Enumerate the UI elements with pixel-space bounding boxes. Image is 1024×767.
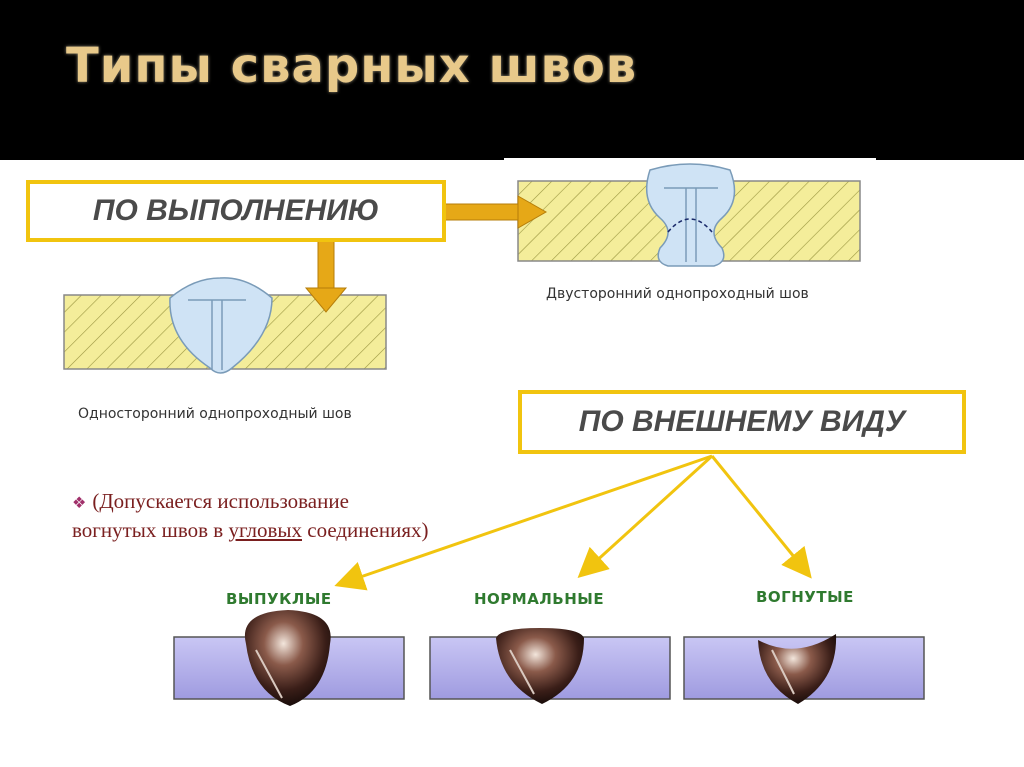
convex-weld-illustration xyxy=(173,610,405,706)
note-text: ❖(Допускается использование вогнутых шво… xyxy=(72,488,432,544)
execution-arrow-down xyxy=(304,239,348,313)
double-sided-caption: Двусторонний однопроходный шов xyxy=(546,286,809,302)
concave-weld-illustration xyxy=(683,634,925,704)
note-underlined-word: угловых xyxy=(228,518,302,542)
slide-title: Типы сварных швов xyxy=(66,38,638,94)
appearance-box-label: ПО ВНЕШНЕМУ ВИДУ xyxy=(578,405,906,438)
normal-label: НОРМАЛЬНЫЕ xyxy=(474,590,605,608)
concave-label: ВОГНУТЫЕ xyxy=(756,588,854,606)
normal-weld-illustration xyxy=(429,628,671,704)
title-bar xyxy=(0,0,1024,160)
single-sided-weld-diagram xyxy=(63,277,387,374)
note-prefix: (Допускается использование вогнутых швов… xyxy=(72,489,349,542)
execution-arrow-right xyxy=(439,195,548,229)
single-sided-caption: Односторонний однопроходный шов xyxy=(78,406,352,422)
appearance-arrows xyxy=(334,454,812,591)
appearance-box: ПО ВНЕШНЕМУ ВИДУ xyxy=(518,390,966,454)
execution-box: ПО ВЫПОЛНЕНИЮ xyxy=(26,180,446,242)
double-sided-weld-diagram xyxy=(504,158,876,298)
note-suffix: соединениях) xyxy=(302,518,429,542)
diamond-bullet-icon: ❖ xyxy=(72,495,87,512)
convex-label: ВЫПУКЛЫЕ xyxy=(226,590,332,608)
execution-box-label: ПО ВЫПОЛНЕНИЮ xyxy=(92,194,380,227)
